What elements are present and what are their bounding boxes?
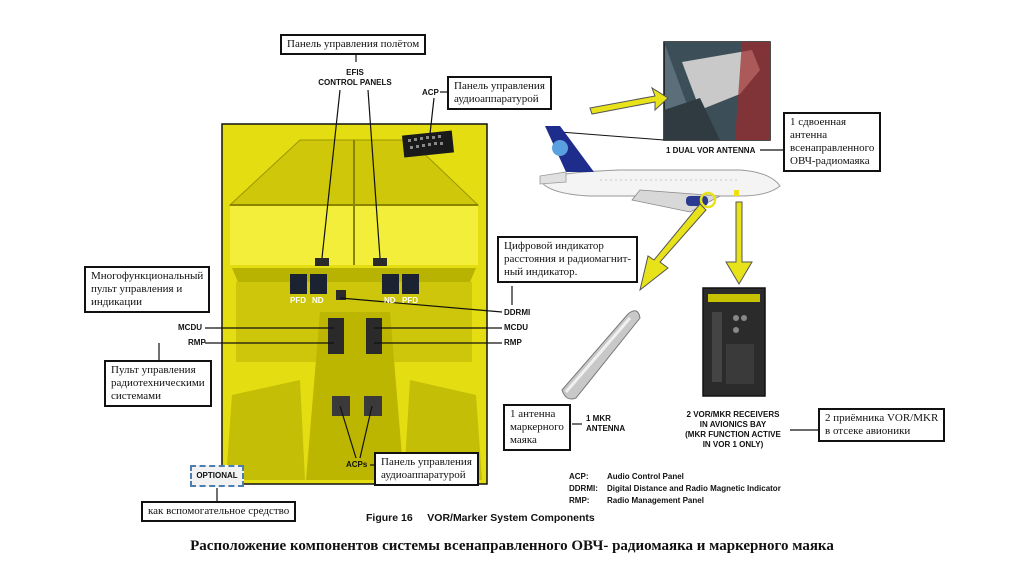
mkr-antenna-drawing (561, 310, 641, 400)
optional-ru-box: как вспомогательное средство (141, 501, 297, 522)
legend-key: DDRMI: (569, 484, 598, 493)
ddrmi-ru-box: Цифровой индикатор расстояния и радиомаг… (497, 236, 639, 283)
mcdu-right-label: MCDU (504, 323, 528, 332)
mkr-antenna-label: 1 MKR ANTENNA (586, 414, 626, 433)
acp-top-label: ACP (422, 88, 439, 97)
leader-lines (158, 52, 818, 504)
cockpit-photo (221, 123, 488, 485)
vor-antenna-photo (663, 41, 771, 141)
nd-right-label: ND (384, 296, 396, 305)
rmp-ru-box: Пульт управления радиотехническими систе… (104, 360, 212, 407)
pfd-left-label: PFD (290, 296, 306, 305)
pfd-right-label: PFD (402, 296, 418, 305)
flight-panel-box: Панель управления полётом (280, 34, 427, 55)
legend-row: DDRMI: Digital Distance and Radio Magneti… (569, 484, 781, 494)
legend-row: RMP: Radio Management Panel (569, 496, 704, 506)
rmp-right-label: RMP (504, 338, 522, 347)
legend-key: ACP: (569, 472, 589, 481)
efis-label: EFIS CONTROL PANELS (318, 68, 392, 87)
legend-key: RMP: (569, 496, 590, 505)
rmp-left-label: RMP (188, 338, 206, 347)
audio-panel-bottom-box: Панель управления аудиоаппаратурой (374, 452, 479, 486)
nd-left-label: ND (312, 296, 324, 305)
vor-antenna-ru-box: 1 сдвоенная антенна всенаправленного ОВЧ… (783, 112, 882, 172)
receivers-ru-box: 2 приёмника VOR/MKR в отсеке авионики (818, 408, 946, 442)
legend-text: Radio Management Panel (607, 496, 704, 505)
slide-caption: Расположение компонентов системы всенапр… (190, 538, 834, 554)
optional-badge: OPTIONAL (190, 465, 244, 487)
mkr-ru-box: 1 антенна маркерного маяка (503, 404, 571, 451)
acps-label: ACPs (346, 460, 368, 469)
audio-panel-top-box: Панель управления аудиоаппаратурой (447, 76, 552, 110)
pointer-arrows (589, 86, 753, 292)
figure-title: Figure 16 VOR/Marker System Components (366, 512, 595, 524)
ddrmi-label: DDRMI (504, 308, 531, 317)
legend-row: ACP: Audio Control Panel (569, 472, 684, 482)
mcdu-ru-box: Многофункциональный пульт управления и и… (84, 266, 211, 313)
legend-text: Audio Control Panel (607, 472, 684, 481)
vor-antenna-label: 1 DUAL VOR ANTENNA (666, 146, 756, 155)
receiver-photo (702, 287, 766, 397)
receivers-label: 2 VOR/MKR RECEIVERS IN AVIONICS BAY (MKR… (685, 410, 781, 449)
mcdu-left-label: MCDU (178, 323, 202, 332)
legend-text: Digital Distance and Radio Magnetic Indi… (607, 484, 781, 493)
